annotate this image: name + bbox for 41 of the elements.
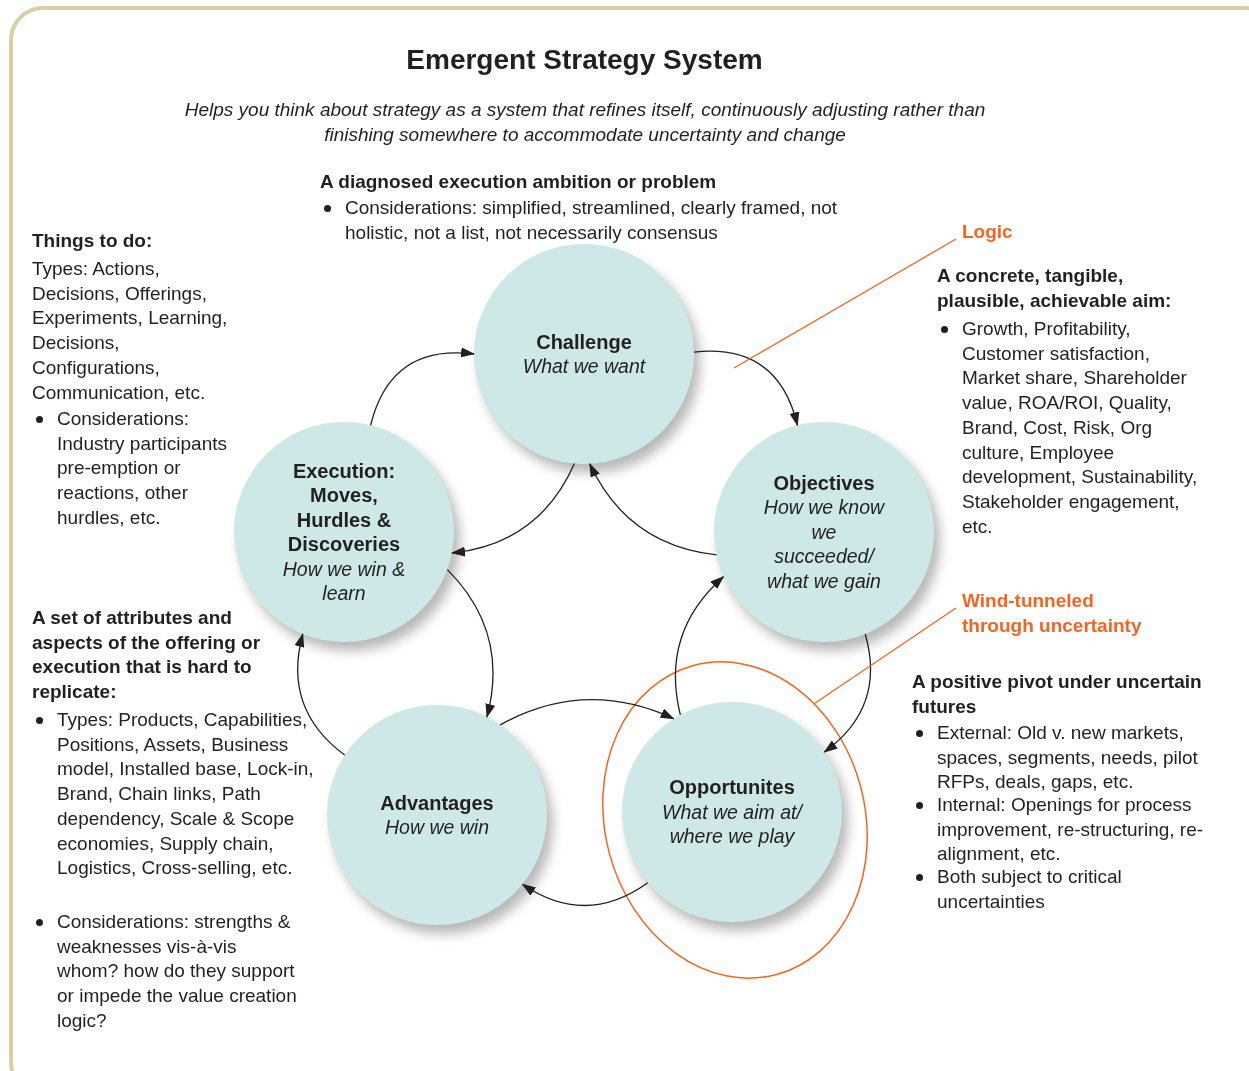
bullet-text: Both subject to critical uncertainties	[912, 865, 1152, 915]
node-subtitle: How we win	[383, 815, 490, 840]
node-subtitle: How we win & learn	[281, 556, 407, 606]
diagram-title: Emergent Strategy System	[405, 44, 764, 76]
heading-text: Things to do:	[32, 229, 154, 253]
arrow	[369, 347, 475, 426]
arrow	[674, 576, 725, 716]
node-subtitle: What we want	[521, 354, 647, 379]
leader-line	[813, 607, 957, 705]
node-title: Challenge	[535, 329, 633, 354]
bullet-text: Considerations: Industry participants pre-emption or reactions, other hurdles, etc.	[32, 407, 257, 531]
arrow	[499, 699, 675, 726]
bullet-text: Types: Products, Capabilities, Positions, Assets, Business model, Installed base, Lock-in, Brand, Chain links, Path dependency, Scale & Scope economies, Supply chain, Logistics, Cross-selling, etc.	[32, 708, 314, 881]
node-subtitle: How we know we succeeded/ what we gain	[762, 495, 886, 594]
arrow	[693, 350, 799, 427]
arrow	[446, 568, 495, 718]
leader-line	[733, 238, 957, 369]
bullet-text: Internal: Openings for process improvement, re-structuring, re-alignment, etc.	[912, 793, 1232, 868]
arrow	[521, 882, 649, 907]
subtitle-text: Helps you think about strategy as a system that refines itself, continuously adjusting rather than finishing somewhere to accommodate uncertainty and change	[183, 98, 987, 147]
node-subtitle: What we aim at/ where we play	[661, 799, 805, 849]
callout-text: Wind-tunneled through uncertainty	[962, 588, 1162, 638]
heading-text: A diagnosed execution ambition or problem	[320, 170, 718, 194]
arrow	[589, 462, 718, 556]
node-title: Objectives	[772, 470, 876, 496]
bullet-text: Considerations: strengths & weaknesses vis-à-vis whom? how do they support or impede the value creation logic?	[32, 910, 302, 1034]
arrow	[823, 633, 872, 753]
node-title: Opportunites	[668, 775, 796, 800]
bullet-text: External: Old v. new markets, spaces, segments, needs, pilot RFPs, deals, gaps, etc.	[912, 721, 1232, 796]
arrow	[451, 462, 576, 557]
body-text: Types: Actions, Decisions, Offerings, Experiments, Learning, Decisions, Configurations, Communication, etc.	[32, 257, 229, 405]
bullet-text: Considerations: simplified, streamlined, clearly framed, not holistic, not a list, not necessarily consensus	[320, 196, 845, 246]
circle-node	[622, 702, 842, 922]
heading-text: A concrete, tangible, plausible, achievable aim:	[937, 264, 1173, 313]
heading-text: A positive pivot under uncertain futures	[912, 670, 1203, 719]
node-title: Advantages	[379, 790, 495, 815]
bullet-text: Growth, Profitability, Customer satisfaction, Market share, Shareholder value, ROA/ROI, Quality, Brand, Cost, Risk, Org culture, Employee development, Sustainability, Stakeholder engagement, etc.	[937, 317, 1199, 540]
callout-text: Logic	[962, 219, 1032, 244]
node-title: Execution: Moves, Hurdles & Discoveries	[286, 458, 402, 557]
arrow	[295, 633, 346, 756]
heading-text: A set of attributes and aspects of the offering or execution that is hard to replicate:	[32, 606, 262, 705]
